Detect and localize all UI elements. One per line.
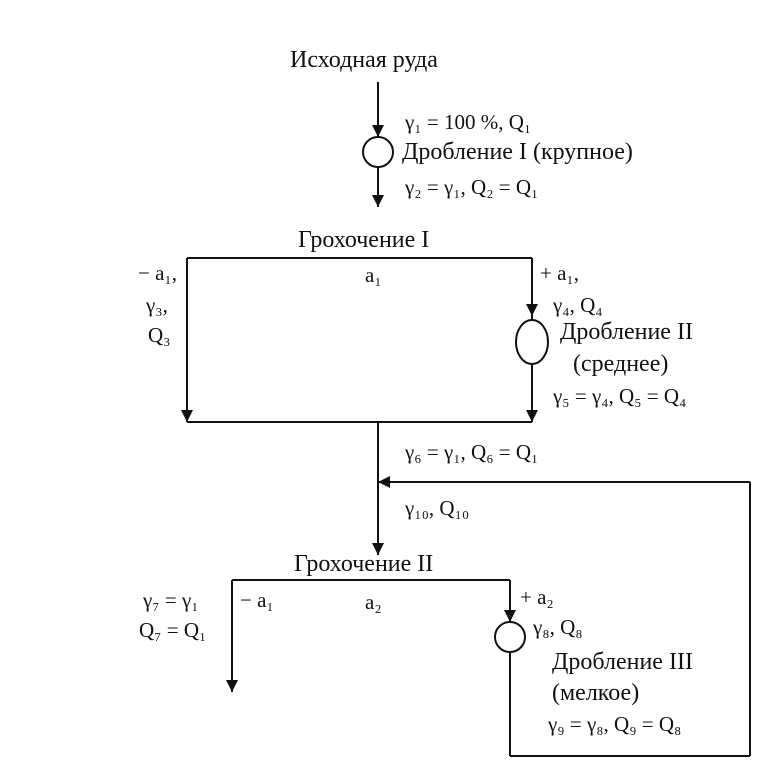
screen-1-minus-label-3: Q₃ xyxy=(148,323,171,347)
screen-1-plus-label-1: + a₁, xyxy=(540,261,579,285)
screen-2-minus-arrow xyxy=(226,680,238,692)
screen-1-minus-arrow xyxy=(181,410,193,422)
after-crusher-2-label: γ₅ = γ₄, Q₅ = Q₄ xyxy=(553,384,687,408)
crusher-1-out-arrow xyxy=(372,195,384,207)
crusher-3-symbol xyxy=(494,621,526,653)
crusher-1-label: Дробление I (крупное) xyxy=(402,139,633,165)
source-label: Исходная руда xyxy=(290,47,438,73)
recycle-flow-label: γ₁₀, Q₁₀ xyxy=(405,496,470,520)
screen-1-plus-arrow xyxy=(526,304,538,316)
screen-2-center-label: a₂ xyxy=(365,590,382,614)
screen-1-label: Грохочение I xyxy=(298,227,430,253)
screen-1-minus-label-2: γ₃, xyxy=(146,293,168,317)
recycle-arrow xyxy=(378,476,390,488)
feed-arrow xyxy=(372,125,384,137)
after-crusher-1-label: γ₂ = γ₁, Q₂ = Q₁ xyxy=(405,175,539,199)
combined-flow-label: γ₆ = γ₁, Q₆ = Q₁ xyxy=(405,440,539,464)
after-crusher-3-label: γ₉ = γ₈, Q₉ = Q₈ xyxy=(548,712,682,736)
screen-2-out-label-1: γ₇ = γ₁ xyxy=(143,588,199,612)
screen-1-plus-label-2: γ₄, Q₄ xyxy=(553,293,603,317)
crusher-3-label-2: (мелкое) xyxy=(552,680,640,706)
screen-2-plus-arrow xyxy=(504,610,516,622)
crusher-2-symbol xyxy=(515,319,549,365)
crusher-2-label-1: Дробление II xyxy=(560,319,693,345)
screen-1-center-label: a₁ xyxy=(365,263,382,287)
in-flow-label: γ₁ = 100 %, Q₁ xyxy=(405,110,532,134)
crusher-3-label-1: Дробление III xyxy=(552,649,693,675)
screen-2-label: Грохочение II xyxy=(294,551,434,577)
crusher-2-label-2: (среднее) xyxy=(573,351,669,377)
screen-2-plus-label: + a₂ xyxy=(520,585,554,609)
screen-1-minus-label-1: − a₁, xyxy=(138,261,177,285)
screen-2-plus-flow-label: γ₈, Q₈ xyxy=(533,615,583,639)
crusher-2-out-arrow xyxy=(526,410,538,422)
screen-2-minus-label: − a₁ xyxy=(240,588,274,612)
combined-arrow xyxy=(372,543,384,555)
screen-2-out-label-2: Q₇ = Q₁ xyxy=(139,618,207,642)
crusher-1-symbol xyxy=(362,136,394,168)
